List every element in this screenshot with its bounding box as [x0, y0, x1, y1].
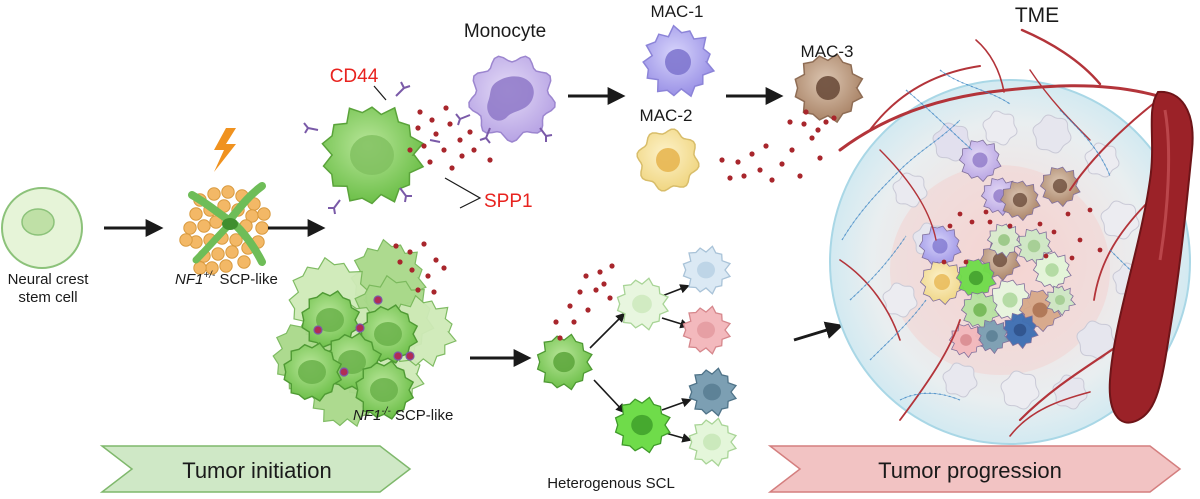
spp1-dots-lineage [553, 263, 615, 341]
mac3-cell [794, 52, 864, 124]
tme-label: TME [1015, 4, 1059, 27]
mac2-label: MAC-2 [640, 106, 693, 125]
lightning-bolt-icon [214, 128, 236, 172]
tumor-initiation-banner: Tumor initiation [99, 445, 412, 493]
nf1-null-label: NF1-/- SCP-like [353, 406, 453, 424]
arrow-to-tme [793, 321, 844, 342]
spp1-dots-mac2 [719, 119, 829, 183]
nf1-het-scp-cell [179, 182, 271, 275]
mac3-label: MAC-3 [801, 42, 854, 61]
spp1-secreted-dots [407, 105, 493, 171]
heterogenous-scl-tree [536, 245, 738, 467]
neural-crest-stem-cell [1, 187, 83, 269]
spp1-dots-mac3 [787, 109, 837, 133]
spp1-pointer [444, 177, 482, 209]
monocyte-cell [455, 55, 556, 144]
tumor-microenvironment [829, 28, 1194, 445]
tumor-progression-banner: Tumor progression [767, 445, 1182, 493]
mac1-cell [642, 24, 716, 98]
tumor-initiation-label: Tumor initiation [182, 458, 332, 483]
cd44-pointer [373, 85, 387, 101]
mac2-cell [636, 128, 700, 192]
heterogenous-label: Heterogenous SCL [547, 475, 675, 492]
cd44-label: CD44 [330, 66, 379, 87]
spp1-label: SPP1 [484, 191, 533, 212]
blood-vessel [1108, 90, 1194, 424]
spp1-dots-cluster [393, 241, 447, 295]
nf1-null-scp-cluster [272, 238, 457, 428]
cd44-expressing-cell [303, 81, 441, 215]
monocyte-label: Monocyte [464, 21, 546, 42]
mac1-label: MAC-1 [651, 2, 704, 21]
nf1-het-label: NF1+/- SCP-like [175, 270, 278, 288]
tumor-progression-label: Tumor progression [878, 458, 1062, 483]
neural-crest-label-line2: stem cell [18, 289, 77, 306]
neural-crest-label-line1: Neural crest [8, 271, 90, 288]
